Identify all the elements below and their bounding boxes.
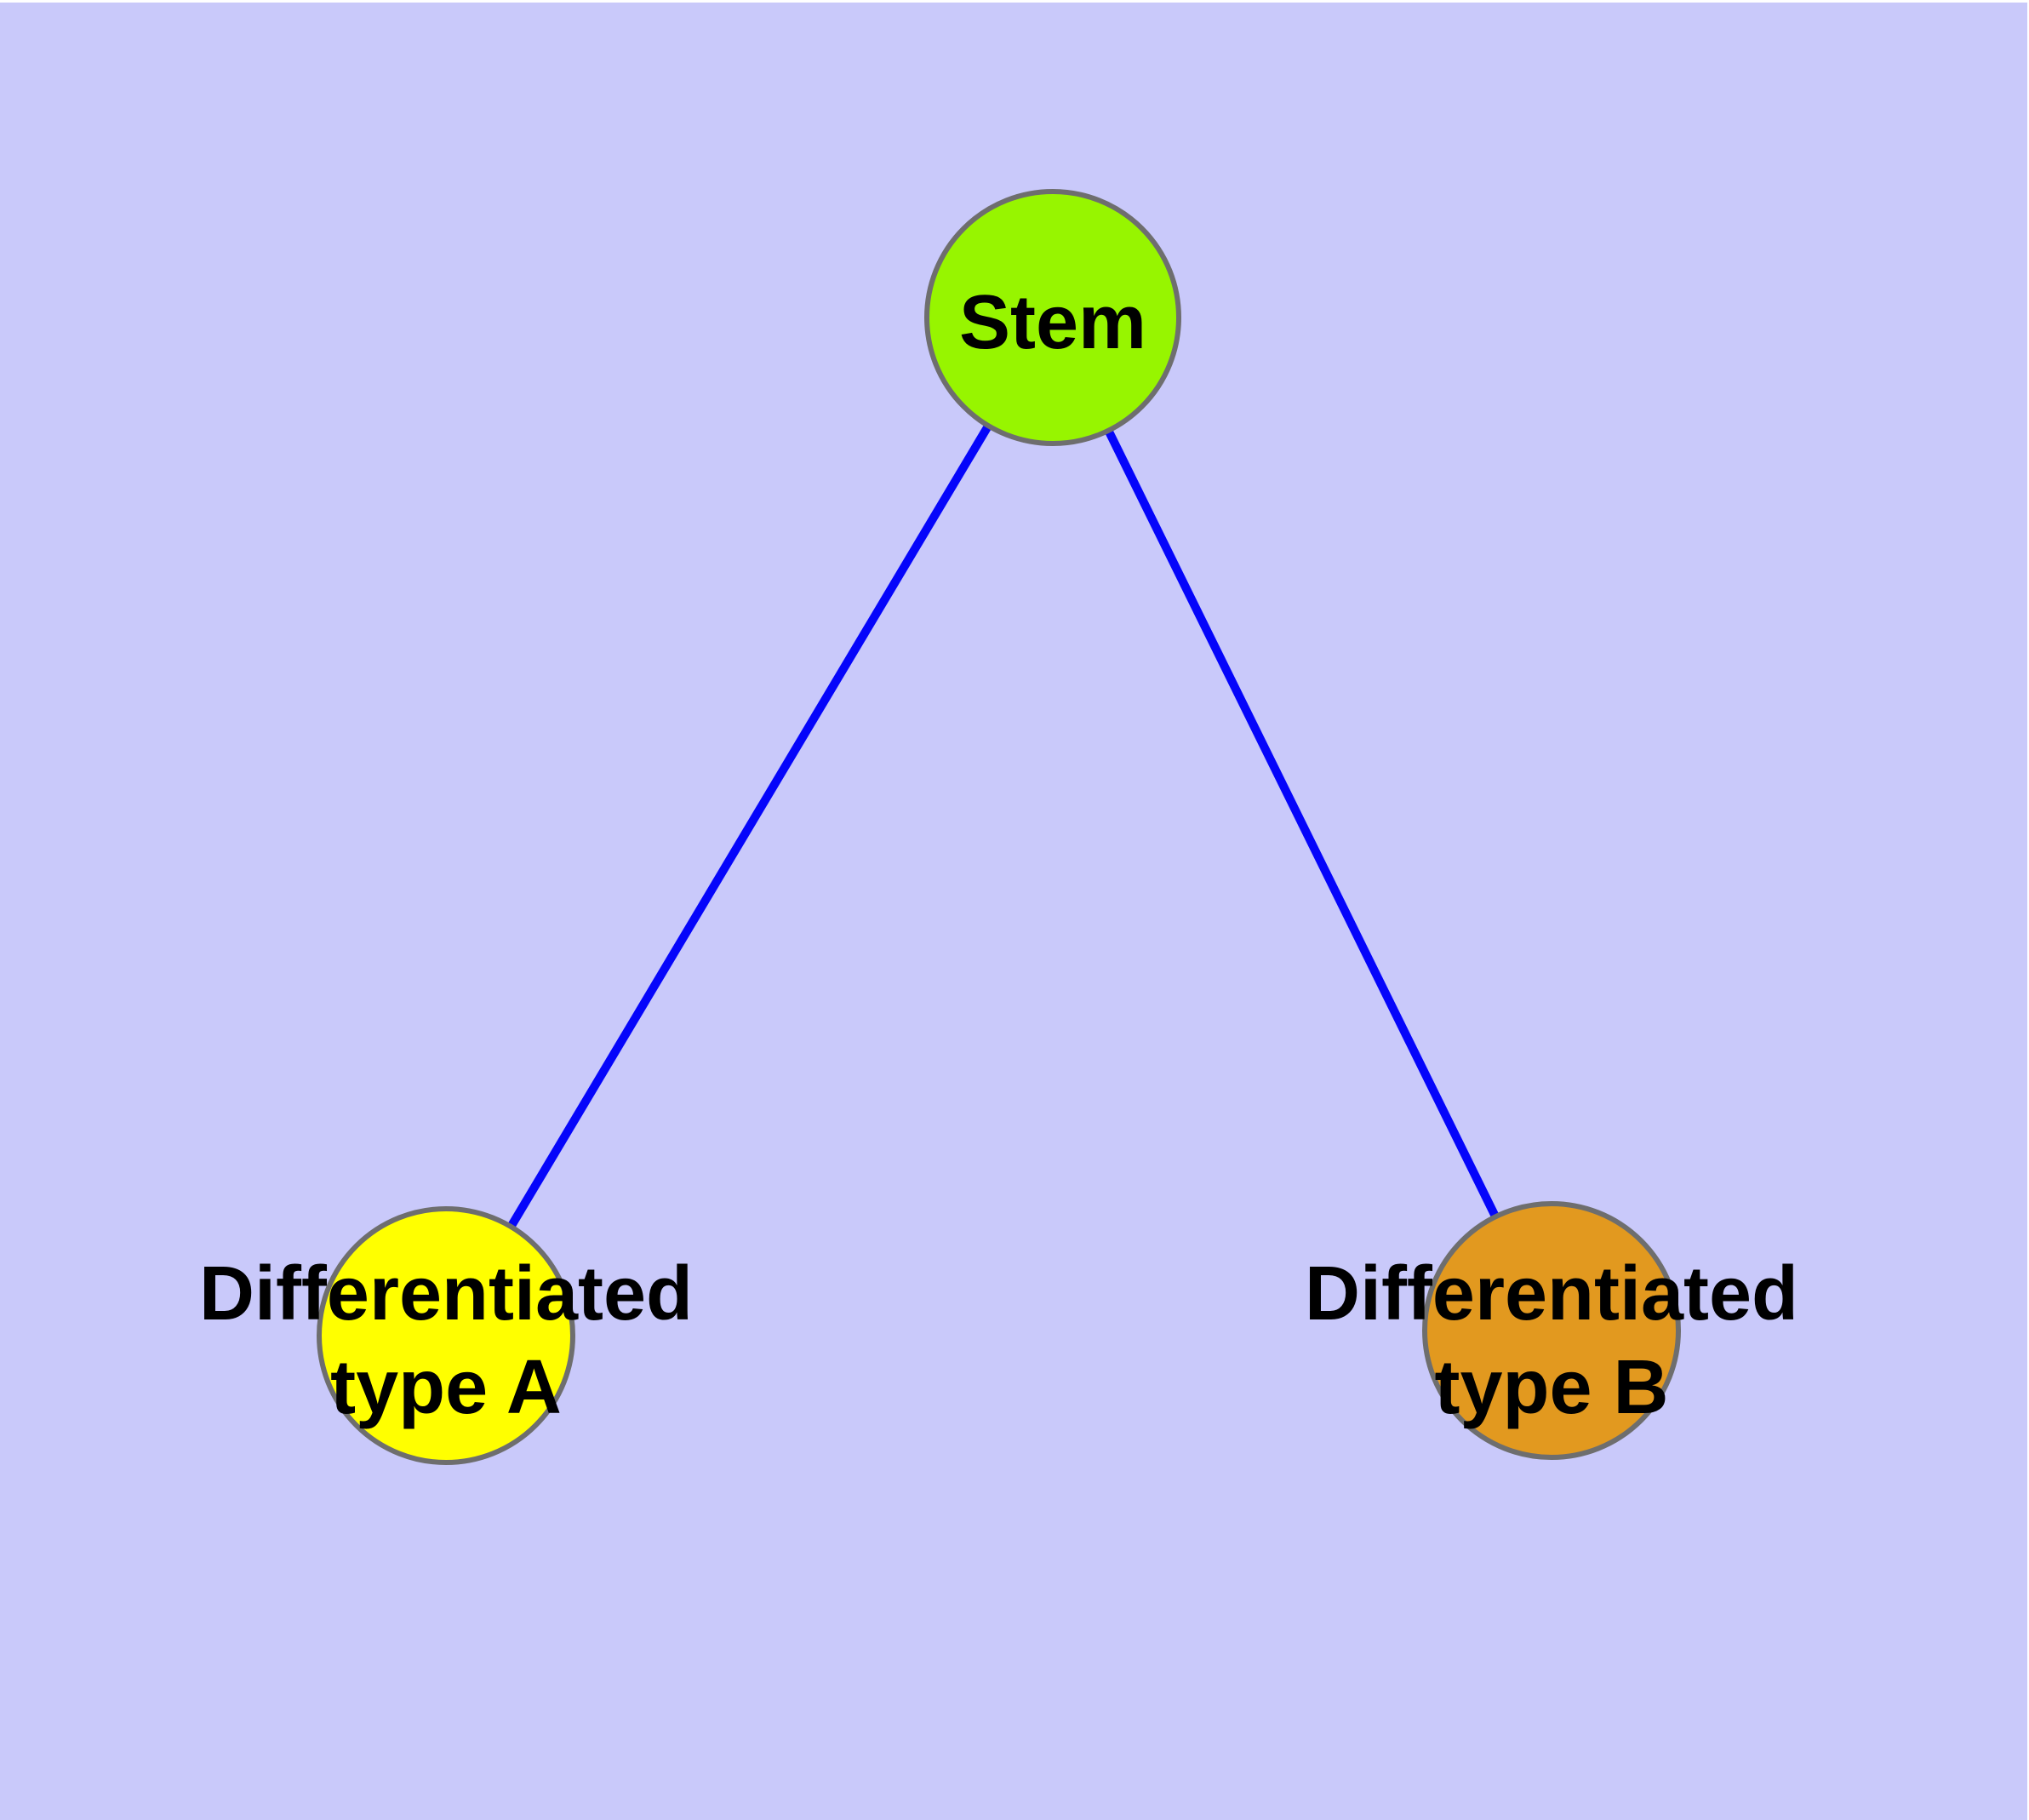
edge-stem-to-type-b — [1049, 315, 1556, 1333]
node-stem-label-text: Stem — [959, 280, 1146, 365]
edge-stem-to-type-a — [442, 315, 1057, 1338]
node-type-a — [317, 1206, 575, 1465]
node-type-a-label-line2: type A — [330, 1345, 562, 1430]
node-stem — [924, 189, 1181, 446]
node-type-b-label-line1: Differentiated — [1305, 1251, 1798, 1336]
node-type-a-label: Differentiated type A — [199, 1251, 693, 1430]
node-type-b-label-line2: type B — [1434, 1345, 1668, 1430]
node-stem-label: Stem — [959, 280, 1146, 365]
node-type-b — [1422, 1201, 1681, 1460]
node-type-a-label-line1: Differentiated — [199, 1251, 693, 1336]
node-type-b-label: Differentiated type B — [1305, 1251, 1798, 1430]
